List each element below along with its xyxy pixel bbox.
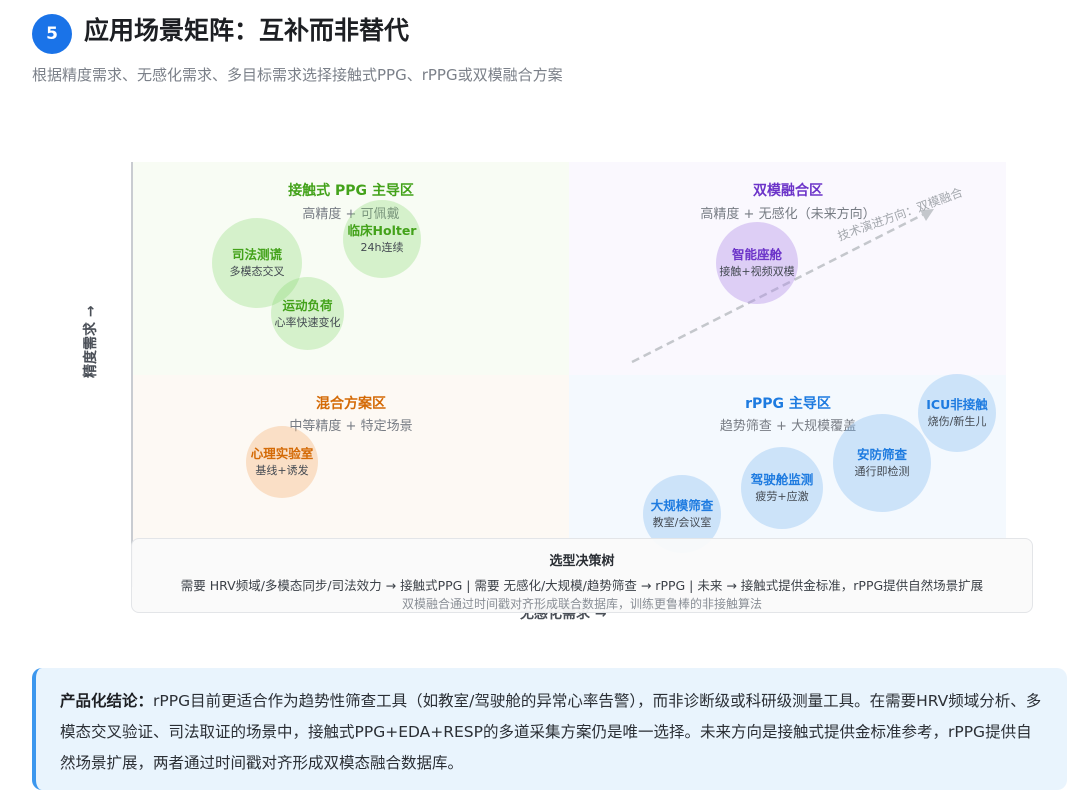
- bubble-title: 安防筛查: [856, 447, 907, 462]
- decision-tree-note: 双模融合通过时间戳对齐形成联合数据库，训练更鲁棒的非接触算法: [401, 597, 762, 611]
- bubble-title: 司法测谎: [231, 247, 282, 262]
- bubble-icu: ICU非接触 烧伤/新生儿: [918, 374, 996, 452]
- bubble-title: 大规模筛查: [650, 498, 714, 513]
- section-number-badge: 5: [32, 14, 72, 54]
- bubble-driver: 驾驶舱监测 疲劳+应激: [741, 447, 823, 529]
- bubble-title: ICU非接触: [926, 397, 988, 412]
- quadrant-dual-mode: [569, 162, 1006, 375]
- decision-tree-line: 需要 HRV频域/多模态同步/司法效力 → 接触式PPG | 需要 无感化/大规…: [180, 578, 984, 593]
- page-title: 应用场景矩阵：互补而非替代: [84, 16, 410, 45]
- quadrant-title-dual-mode: 双模融合区: [753, 183, 823, 199]
- quadrant-subtitle-rppg: 趋势筛查 + 大规模覆盖: [719, 419, 857, 434]
- bubble-forensic: 司法测谎 多模态交叉: [212, 218, 302, 308]
- page-subtitle: 根据精度需求、无感化需求、多目标需求选择接触式PPG、rPPG或双模融合方案: [32, 66, 563, 84]
- decision-tree-title: 选型决策树: [549, 554, 615, 569]
- conclusion-label: 产品化结论：: [60, 692, 154, 710]
- quadrant-title-contact-ppg: 接触式 PPG 主导区: [288, 183, 414, 199]
- bubble-subtitle: 接触+视频双模: [719, 265, 795, 278]
- bubble-title: 心理实验室: [250, 446, 314, 461]
- bubble-exercise: 运动负荷 心率快速变化: [271, 277, 344, 350]
- quadrant-subtitle-contact-ppg: 高精度 + 可佩戴: [302, 207, 400, 222]
- bubble-subtitle: 基线+诱发: [255, 464, 309, 477]
- decision-tree-box: 选型决策树 需要 HRV频域/多模态同步/司法效力 → 接触式PPG | 需要 …: [131, 538, 1033, 613]
- bubble-holter: 临床Holter 24h连续: [343, 200, 421, 278]
- quadrant-contact-ppg: [133, 162, 569, 375]
- bubble-subtitle: 通行即检测: [854, 465, 910, 478]
- bubble-subtitle: 心率快速变化: [274, 315, 341, 329]
- bubble-subtitle: 疲劳+应激: [755, 490, 809, 503]
- conclusion-text: rPPG目前更适合作为趋势性筛查工具（如教室/驾驶舱的异常心率告警），而非诊断级…: [60, 692, 1042, 772]
- bubble-subtitle: 教室/会议室: [652, 516, 712, 529]
- y-axis-line: [131, 162, 133, 587]
- conclusion-box: 产品化结论：rPPG目前更适合作为趋势性筛查工具（如教室/驾驶舱的异常心率告警）…: [32, 668, 1067, 790]
- quadrant-subtitle-dual-mode: 高精度 + 无感化（未来方向）: [700, 207, 876, 222]
- bubble-cockpit: 智能座舱 接触+视频双模: [716, 222, 798, 304]
- quadrant-subtitle-hybrid: 中等精度 + 特定场景: [289, 419, 413, 434]
- bubble-subtitle: 24h连续: [360, 241, 404, 254]
- bubble-title: 智能座舱: [731, 247, 782, 262]
- y-axis-label: 精度需求 →: [83, 305, 99, 378]
- bubble-subtitle: 烧伤/新生儿: [927, 415, 987, 428]
- bubble-security: 安防筛查 通行即检测: [833, 414, 931, 512]
- bubble-subtitle: 多模态交叉: [229, 265, 285, 278]
- bubble-psych-lab: 心理实验室 基线+诱发: [246, 426, 318, 498]
- quadrant-title-rppg: rPPG 主导区: [745, 396, 831, 412]
- bubble-title: 驾驶舱监测: [750, 472, 814, 487]
- quadrant-title-hybrid: 混合方案区: [316, 396, 386, 412]
- bubble-title: 临床Holter: [347, 223, 417, 238]
- bubble-title: 运动负荷: [282, 297, 333, 313]
